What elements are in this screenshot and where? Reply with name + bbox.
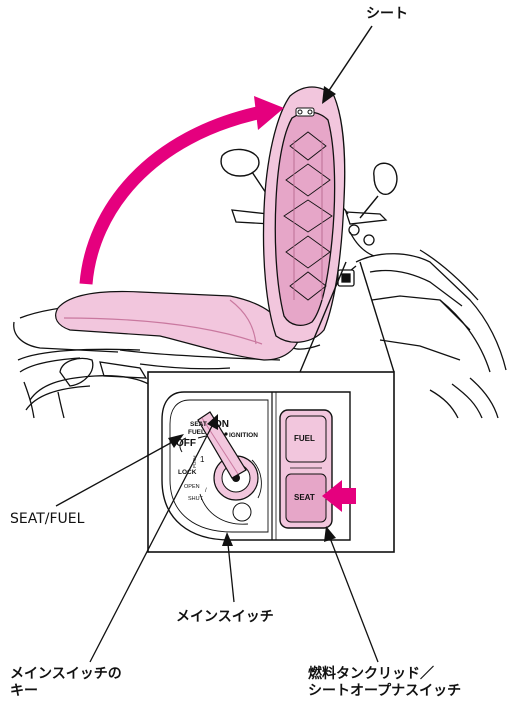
lid-opener-label: 燃料タンクリッド／ シートオープナスイッチ (308, 666, 461, 700)
switch-inset (148, 372, 394, 552)
main-switch-key-label: メインスイッチの キー (10, 666, 122, 700)
seat-leader-arrow (322, 26, 372, 104)
seat-label: シート (366, 6, 408, 23)
pos-seat: SEAT (190, 421, 207, 428)
pos-shut: SHUT (188, 496, 204, 502)
main-switch-key-line1: メインスイッチの (10, 666, 122, 683)
fuel-button-label: FUEL (294, 434, 315, 443)
main-switch-label: メインスイッチ (176, 609, 274, 626)
left-mirror (221, 149, 268, 196)
right-mirror (360, 163, 397, 218)
pos-open: OPEN (184, 484, 200, 490)
lid-opener-line1: 燃料タンクリッド／ (308, 666, 461, 683)
lid-opener-switch (280, 410, 332, 528)
seat-button-label: SEAT (294, 493, 315, 502)
pos-fuel: FUEL (188, 429, 205, 436)
seat-fuel-label: SEAT/FUEL (10, 511, 84, 528)
main-switch-key-line2: キー (10, 683, 122, 700)
pos-ignition: IGNITION (229, 432, 258, 439)
lid-opener-line2: シートオープナスイッチ (308, 683, 461, 700)
seat-open-arrow (86, 96, 284, 284)
seat-raised (264, 87, 355, 342)
pos-num: 1 (200, 455, 205, 464)
